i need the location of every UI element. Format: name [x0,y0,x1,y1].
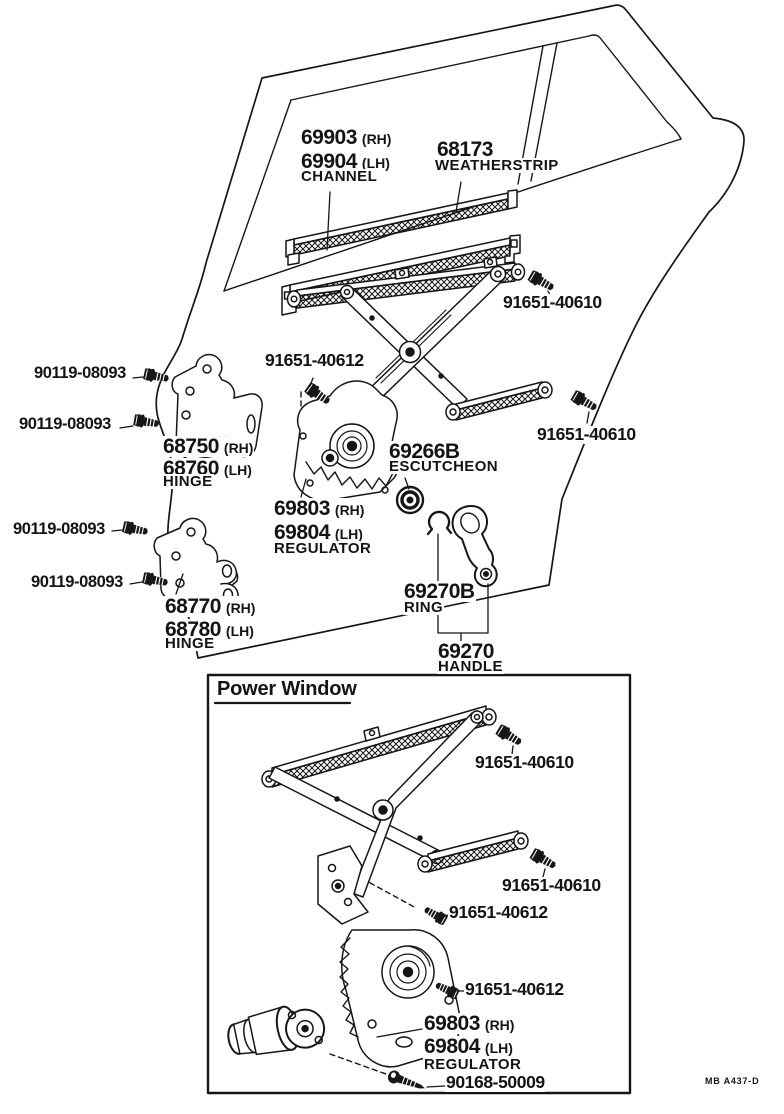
part-number: 69803 [424,1012,480,1035]
ring-drawing [426,510,453,536]
side-suffix: (RH) [361,131,392,147]
label-hinge-lower-lh: 68780(LH) [164,619,255,640]
part-number: 68750 [163,435,219,458]
part-number: 69803 [274,497,330,520]
part-number: 68770 [165,595,221,618]
label-pw-bolt-40610-2: 91651-40610 [501,875,602,895]
power-window-title: Power Window [216,678,358,700]
plate-code: MB A437-D [705,1076,760,1086]
label-hinge-pin-1: 90119-08093 [33,364,127,382]
label-regulator-lh: 69804(LH) [273,522,364,543]
label-pw-regulator-name: REGULATOR [423,1056,523,1073]
label-hinge-lower-rh: 68770(RH) [164,595,257,618]
label-hinge-upper-rh: 68750(RH) [162,435,255,458]
side-suffix: (LH) [223,462,252,478]
hinge-bolt-icon [132,412,161,432]
escutcheon-drawing [395,485,425,515]
label-pw-regulator-lh: 69804(LH) [423,1036,514,1057]
label-pw-bolt-40612-1: 91651-40612 [448,902,549,922]
handle-drawing [451,505,498,588]
power-window-box [206,673,632,1095]
part-number: 69804 [274,521,330,544]
motor-screw-icon [385,1068,428,1095]
label-hinge-upper-name: HINGE [162,473,214,490]
weatherstrip-bar [285,189,518,266]
motor-drawing [227,1005,326,1056]
label-hinge-pin-3: 90119-08093 [12,520,106,538]
label-hinge-pin-4: 90119-08093 [30,573,124,591]
door-outline [155,4,745,659]
label-regulator-name: REGULATOR [273,540,373,557]
label-channel-name: CHANNEL [300,168,379,185]
part-number: 68780 [165,618,221,641]
side-suffix: (LH) [484,1040,513,1056]
hinge-bolt-icon [121,519,150,539]
label-handle-name: HANDLE [437,658,504,675]
label-hinge-upper-lh: 68760(LH) [162,458,253,479]
part-number: 69804 [424,1035,480,1058]
bolt-icon [493,722,526,750]
label-bolt-40610: 91651-40610 [502,292,603,312]
side-suffix: (LH) [334,526,363,542]
label-pw-regulator-rh: 69803(RH) [423,1012,516,1035]
side-suffix: (RH) [484,1017,515,1033]
label-escutcheon-name: ESCUTCHEON [388,458,500,475]
leader-lines-power-window [376,745,546,1088]
bolt-icon [526,268,558,295]
label-handle-number: 69270 [437,640,495,663]
part-number: 68760 [163,457,219,480]
label-escutcheon-number: 69266B [388,440,461,463]
side-suffix: (LH) [225,623,254,639]
label-ring-name: RING [403,599,445,616]
label-hinge-pin-2: 90119-08093 [18,415,112,433]
label-hinge-lower-name: HINGE [164,635,216,652]
label-regulator-rh: 69803(RH) [273,497,366,520]
side-suffix: (RH) [225,600,256,616]
hinge-lower [153,517,239,608]
label-pw-bolt-40610-1: 91651-40610 [474,752,575,772]
label-bolt-40610-2: 91651-40610 [536,424,637,444]
label-channel-lh: 69904(LH) [300,151,391,172]
label-motor-screw: 90168-50009 [445,1072,546,1092]
bolt-icon [569,388,601,415]
side-suffix: (LH) [361,155,390,171]
label-ring-number: 69270B [403,580,476,603]
regulator-gear-drive [293,380,399,502]
label-weatherstrip-number: 68173 [436,138,494,161]
label-channel-rh: 69903(RH) [300,126,393,149]
regulator-assembly [286,256,553,502]
label-pw-bolt-40612-2: 91651-40612 [464,979,565,999]
side-suffix: (RH) [334,502,365,518]
part-number: 69904 [301,150,357,173]
side-suffix: (RH) [223,440,254,456]
bolt-icon [421,902,450,927]
label-bolt-40612: 91651-40612 [264,350,365,370]
label-weatherstrip-name: WEATHERSTRIP [434,157,560,174]
power-window-regulator [227,705,529,1075]
part-number: 69903 [301,126,357,149]
bolt-icon [528,846,560,873]
